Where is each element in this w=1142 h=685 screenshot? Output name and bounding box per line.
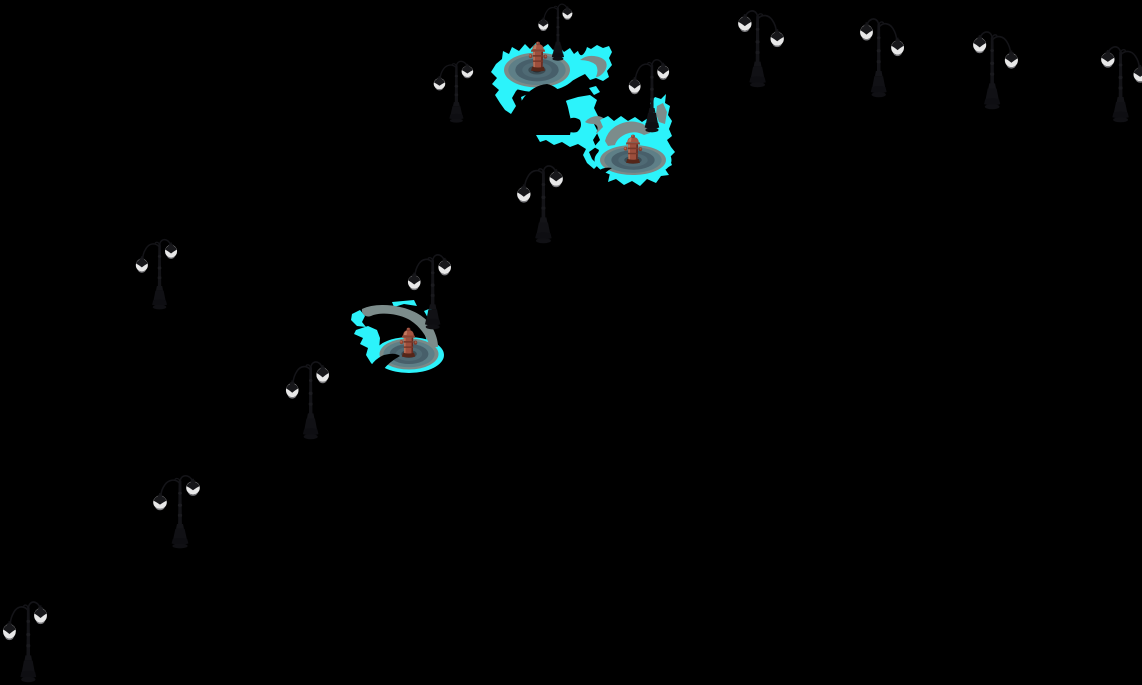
street-lamp[interactable] xyxy=(285,361,330,441)
street-lamp[interactable] xyxy=(433,60,474,124)
tile-highlight xyxy=(491,38,612,169)
street-lamp[interactable] xyxy=(737,10,785,89)
tile-highlight xyxy=(351,300,444,383)
street-lamp[interactable] xyxy=(1100,46,1142,124)
street-lamp[interactable] xyxy=(516,165,564,245)
street-lamp[interactable] xyxy=(152,474,201,550)
street-lamp[interactable] xyxy=(859,18,905,99)
street-lamp[interactable] xyxy=(2,601,48,684)
street-lamp[interactable] xyxy=(972,31,1019,111)
street-lamp[interactable] xyxy=(135,238,178,311)
